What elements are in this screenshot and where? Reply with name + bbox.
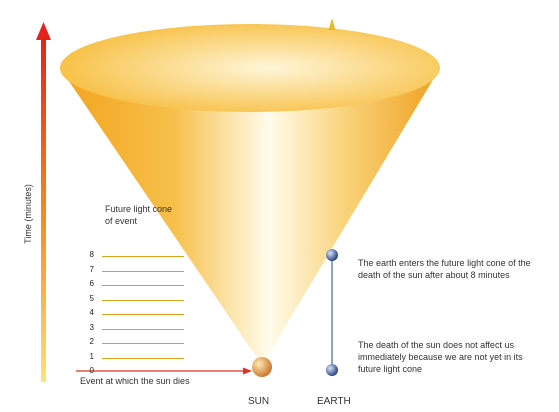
tick-guide-line xyxy=(102,357,184,359)
time-arrow-head xyxy=(36,22,51,40)
tick-label: 0 xyxy=(89,366,94,375)
earth-sphere-icon xyxy=(326,364,338,376)
event-label: Event at which the sun dies xyxy=(80,376,190,386)
sun-sphere-icon xyxy=(252,357,272,377)
tick-guide-line xyxy=(102,343,184,344)
earth-sphere-icon xyxy=(326,249,338,261)
event-arrow-head xyxy=(243,367,252,375)
earth-enters-note: The earth enters the future light cone o… xyxy=(358,258,531,280)
tick-label: 6 xyxy=(89,279,94,288)
tick-label: 2 xyxy=(89,337,94,346)
cone-body xyxy=(60,68,440,365)
tick-guide-line xyxy=(102,256,184,257)
tick-label: 7 xyxy=(89,264,94,274)
tick-label: 3 xyxy=(89,322,94,332)
tick-guide-line xyxy=(102,314,184,315)
time-arrow xyxy=(36,22,51,382)
earth-worldline xyxy=(328,18,336,369)
tick-guide-line xyxy=(102,270,184,272)
tick-label: 5 xyxy=(89,293,94,303)
sun-label: SUN xyxy=(248,396,270,407)
tick-guide-line xyxy=(102,328,184,330)
cone-top xyxy=(60,24,440,112)
time-arrow-shaft xyxy=(41,38,46,382)
future-light-cone xyxy=(60,24,440,365)
event-arrow xyxy=(76,367,252,375)
cone-label: Future light cone of event xyxy=(105,204,173,226)
no-effect-note: The death of the sun does not affect us … xyxy=(358,340,523,374)
tick-guide-line xyxy=(102,285,184,286)
tick-label: 1 xyxy=(89,351,94,361)
time-axis-label: Time (minutes) xyxy=(23,184,33,244)
earth-arrow-head xyxy=(328,18,336,30)
tick-label: 4 xyxy=(89,308,94,317)
tick-guide-line xyxy=(102,299,184,301)
earth-label: EARTH xyxy=(317,396,351,407)
tick-label: 8 xyxy=(89,250,94,259)
